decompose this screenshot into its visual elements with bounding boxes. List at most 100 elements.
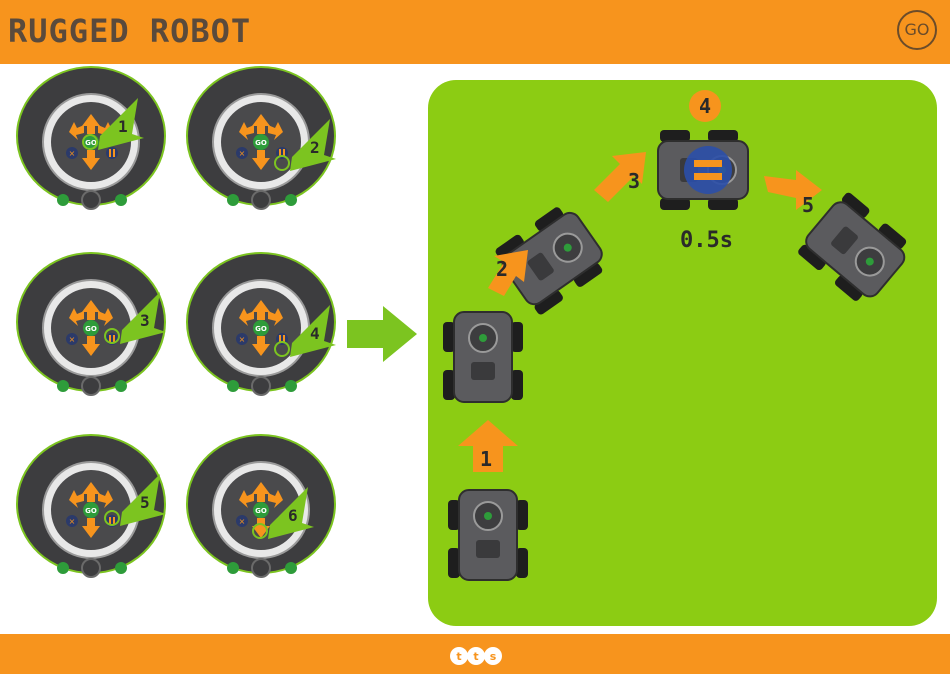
go-center-label: GO (85, 325, 97, 333)
repeat-icon[interactable] (57, 380, 69, 392)
step-panel-3: GO × 3 (14, 238, 169, 398)
fast-forward-icon[interactable] (285, 194, 297, 206)
logo-letter-t1: t (456, 650, 461, 663)
right-arrow-icon[interactable] (268, 122, 283, 140)
go-center-label: GO (255, 507, 267, 515)
fast-forward-icon[interactable] (115, 380, 127, 392)
footer-bar: t t s (0, 634, 950, 674)
step-panel-4: GO × 4 (184, 238, 339, 398)
repeat-icon[interactable] (57, 562, 69, 574)
step-number: 4 (310, 324, 320, 343)
go-center-button[interactable] (253, 502, 269, 518)
cancel-x-icon[interactable] (236, 515, 248, 527)
svg-text:×: × (69, 149, 76, 158)
backward-arrow-icon[interactable] (252, 518, 270, 538)
highlight-ring (104, 328, 120, 344)
step-panel-2: GO × 2 (184, 52, 339, 212)
highlight-ring (104, 510, 120, 526)
move-5-arrow-icon (764, 170, 822, 210)
backward-arrow-icon[interactable] (252, 336, 270, 356)
go-center-button[interactable] (253, 320, 269, 336)
left-arrow-icon[interactable] (69, 490, 84, 508)
cancel-x-icon[interactable] (236, 333, 248, 345)
right-arrow-icon[interactable] (98, 308, 113, 326)
left-arrow-icon[interactable] (239, 122, 254, 140)
svg-text:×: × (239, 517, 246, 526)
right-arrow-icon[interactable] (268, 490, 283, 508)
move-5-number: 5 (802, 193, 814, 217)
keypad-sensor (251, 376, 271, 396)
repeat-icon[interactable] (57, 194, 69, 206)
backward-arrow-icon[interactable] (252, 150, 270, 170)
right-arrow-icon[interactable] (268, 308, 283, 326)
step-number: 1 (118, 117, 128, 136)
forward-arrow-icon[interactable] (252, 482, 270, 502)
go-button[interactable]: GO (897, 10, 937, 50)
left-arrow-icon[interactable] (69, 308, 84, 326)
left-arrow-icon[interactable] (239, 490, 254, 508)
repeat-icon[interactable] (227, 380, 239, 392)
left-arrow-icon[interactable] (69, 122, 84, 140)
move-2-arrow-icon (488, 250, 528, 296)
step-number: 6 (288, 506, 298, 525)
left-arrow-icon[interactable] (239, 308, 254, 326)
move-1-number: 1 (480, 447, 492, 471)
sequence-arrow-icon (347, 306, 417, 362)
keypad-sensor (81, 376, 101, 396)
go-center-button[interactable] (83, 502, 99, 518)
pointer-arrow-icon (290, 119, 336, 171)
move-1-arrow-icon (458, 420, 518, 472)
go-center-label: GO (85, 139, 97, 147)
move-2-number: 2 (496, 257, 508, 281)
step-panel-1: GO × 1 (14, 52, 169, 212)
fast-forward-icon[interactable] (285, 380, 297, 392)
fast-forward-icon[interactable] (115, 194, 127, 206)
cancel-x-icon[interactable] (236, 147, 248, 159)
pause-icon[interactable] (106, 147, 118, 159)
keypad-sensor (251, 190, 271, 210)
repeat-icon[interactable] (227, 562, 239, 574)
move-3-number: 3 (628, 169, 640, 193)
keypad-sensor (81, 558, 101, 578)
right-arrow-icon[interactable] (98, 490, 113, 508)
cancel-x-icon[interactable] (66, 147, 78, 159)
forward-arrow-icon[interactable] (252, 300, 270, 320)
step-number: 3 (140, 311, 150, 330)
forward-arrow-icon[interactable] (252, 114, 270, 134)
robot-paused (657, 130, 749, 210)
cancel-x-icon[interactable] (66, 333, 78, 345)
tts-logo: t t s (450, 647, 502, 665)
robot-start-position (448, 489, 528, 581)
move-4-badge (689, 90, 721, 122)
repeat-icon[interactable] (227, 194, 239, 206)
cancel-x-icon[interactable] (66, 515, 78, 527)
fast-forward-icon[interactable] (285, 562, 297, 574)
backward-arrow-icon[interactable] (82, 518, 100, 538)
backward-arrow-icon[interactable] (82, 336, 100, 356)
pointer-arrow-icon (290, 305, 336, 357)
step-number: 2 (310, 138, 320, 157)
forward-arrow-icon[interactable] (82, 300, 100, 320)
move-4-number: 4 (699, 94, 711, 118)
fast-forward-icon[interactable] (115, 562, 127, 574)
logo-letter-t2: t (473, 650, 478, 663)
go-center-label: GO (255, 139, 267, 147)
go-center-button[interactable] (83, 320, 99, 336)
svg-text:×: × (239, 335, 246, 344)
pointer-arrow-icon (120, 474, 166, 526)
robot-after-turn-5 (798, 192, 907, 301)
backward-arrow-icon[interactable] (82, 150, 100, 170)
robot-after-turn-2 (495, 207, 603, 315)
header-bar: RUGGED ROBOT GO (0, 0, 950, 64)
forward-arrow-icon[interactable] (82, 482, 100, 502)
go-center-button[interactable] (253, 134, 269, 150)
highlight-ring (274, 155, 290, 171)
highlight-ring (274, 341, 290, 357)
go-center-label: GO (85, 507, 97, 515)
svg-text:×: × (69, 335, 76, 344)
step-panel-5: GO × 5 (14, 420, 169, 580)
go-center-label: GO (255, 325, 267, 333)
forward-arrow-icon[interactable] (82, 114, 100, 134)
